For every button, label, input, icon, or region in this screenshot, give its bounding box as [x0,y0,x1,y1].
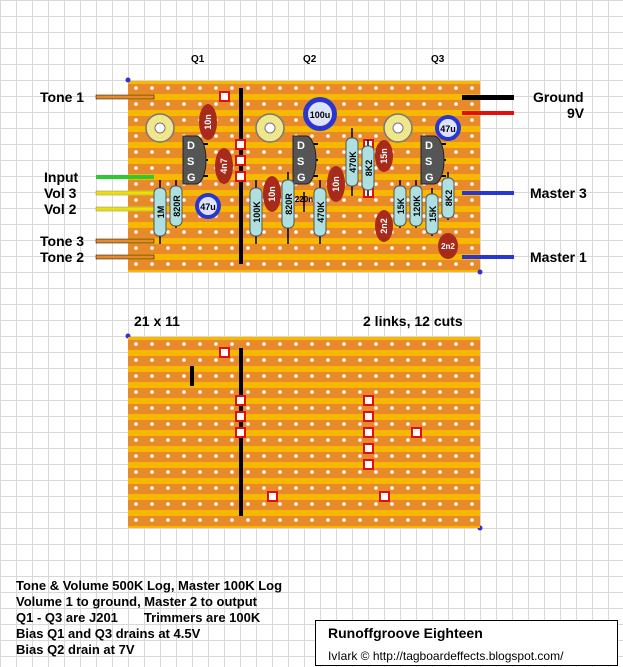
capacitor-10n-b-label: 10n [267,186,277,202]
capacitor-4n7-label: 4n7 [219,158,229,174]
transistor-q2: D S G [292,135,317,185]
link-wire-bottom-short [190,366,194,386]
resistor-470k-a-label: 470K [316,201,326,223]
resistor-820r-a: 820R [169,180,183,228]
build-notes: Tone & Volume 500K Log, Master 100K Log … [16,578,282,658]
q3-pin-s: S [425,156,432,168]
resistor-820r-b-label: 820R [284,193,294,215]
credit-line: IvIark © http://tagboardeffects.blogspot… [328,649,564,663]
electrolytic-47u-b-label: 47u [440,124,456,134]
transistor-q3: D S G [420,135,445,185]
electrolytic-100u-label: 100u [310,110,331,120]
label-q2: Q2 [303,54,317,65]
capacitor-10n-c: 10n [327,166,345,202]
q1-pin-s: S [187,156,194,168]
label-9v: 9V [567,105,585,121]
label-grid-size: 21 x 11 [134,313,180,329]
project-title: Runoffgroove Eighteen [328,625,483,641]
capacitor-4n7: 4n7 [215,148,233,184]
resistor-120k: 120K [409,180,423,228]
label-tone-1: Tone 1 [40,89,85,105]
resistor-15k-a-label: 15K [396,197,406,214]
q3-pin-d: D [425,140,433,152]
label-q1: Q1 [191,54,205,65]
q3-pin-g: G [425,172,434,184]
resistor-8k2-b: 8K2 [441,172,455,220]
trimmer-q2 [255,113,285,143]
resistor-1m-label: 1M [156,206,166,219]
title-box: Runoffgroove Eighteen IvIark © http://ta… [315,620,618,666]
resistor-470k-b-label: 470K [348,151,358,173]
resistor-15k-b-label: 15K [428,205,438,222]
resistor-120k-label: 120K [412,195,422,217]
capacitor-10n-a-label: 10n [203,114,213,130]
resistor-100k: 100K [249,180,263,244]
q1-pin-d: D [187,140,195,152]
capacitor-2n2-a: 2n2 [375,210,393,242]
note-line-5: Bias Q2 drain at 7V [16,642,135,657]
capacitor-2n2-a-label: 2n2 [379,218,389,234]
resistor-820r-a-label: 820R [172,195,182,217]
resistor-820r-b: 820R [281,172,295,244]
q2-pin-s: S [297,156,304,168]
capacitor-2n2-b: 2n2 [438,233,458,259]
capacitor-10n-b: 10n [263,176,281,212]
note-line-3: Q1 - Q3 are J201 Trimmers are 100K [16,610,282,626]
capacitor-15n: 15n [375,140,393,172]
resistor-8k2-a: 8K2 [361,140,375,196]
trimmer-q3 [383,113,413,143]
capacitor-220n: 220n [295,192,313,212]
q2-pin-g: G [297,172,306,184]
label-vol-2: Vol 2 [44,201,77,217]
resistor-15k-b: 15K [425,188,439,236]
label-tone-3: Tone 3 [40,233,85,249]
note-line-3a: Q1 - Q3 are J201 [16,610,118,625]
offboard-wires-left [95,94,155,260]
capacitor-10n-c-label: 10n [331,176,341,192]
note-line-1: Tone & Volume 500K Log, Master 100K Log [16,578,283,593]
note-line-4: Bias Q1 and Q3 drains at 4.5V [16,626,201,641]
capacitor-10n-a: 10n [199,104,217,140]
capacitor-15n-label: 15n [379,148,389,164]
label-tone-2: Tone 2 [40,249,85,265]
label-master-1: Master 1 [530,249,587,265]
note-line-3b: Trimmers are 100K [143,610,261,625]
label-links-cuts: 2 links, 12 cuts [363,313,463,329]
electrolytic-47u-b: 47u [435,115,461,141]
strip-cuts-bottom [219,347,422,502]
resistor-8k2-a-label: 8K2 [364,160,374,177]
capacitor-2n2-b-label: 2n2 [441,242,455,251]
resistor-15k-a: 15K [393,180,407,228]
corner-dots [125,77,483,531]
resistor-470k-b: 470K [345,128,359,196]
electrolytic-47u-a-label: 47u [200,202,216,212]
label-input: Input [44,169,79,185]
trimmer-q1 [145,113,175,143]
label-vol-3: Vol 3 [44,185,77,201]
offboard-wires-right [462,95,514,259]
capacitor-220n-label: 220n [295,195,313,204]
resistor-470k-a: 470K [313,180,327,244]
electrolytic-100u: 100u [303,97,337,131]
electrolytic-47u-a: 47u [195,193,221,219]
resistor-100k-label: 100K [252,201,262,223]
label-q3: Q3 [431,54,445,65]
label-master-3: Master 3 [530,185,587,201]
q1-pin-g: G [187,172,196,184]
bottom-board [128,337,480,528]
label-ground: Ground [533,89,584,105]
resistor-8k2-b-label: 8K2 [444,190,454,207]
resistor-1m: 1M [153,180,167,244]
note-line-2: Volume 1 to ground, Master 2 to output [16,594,257,609]
transistor-q1: D S G [182,135,207,185]
q2-pin-d: D [297,140,305,152]
